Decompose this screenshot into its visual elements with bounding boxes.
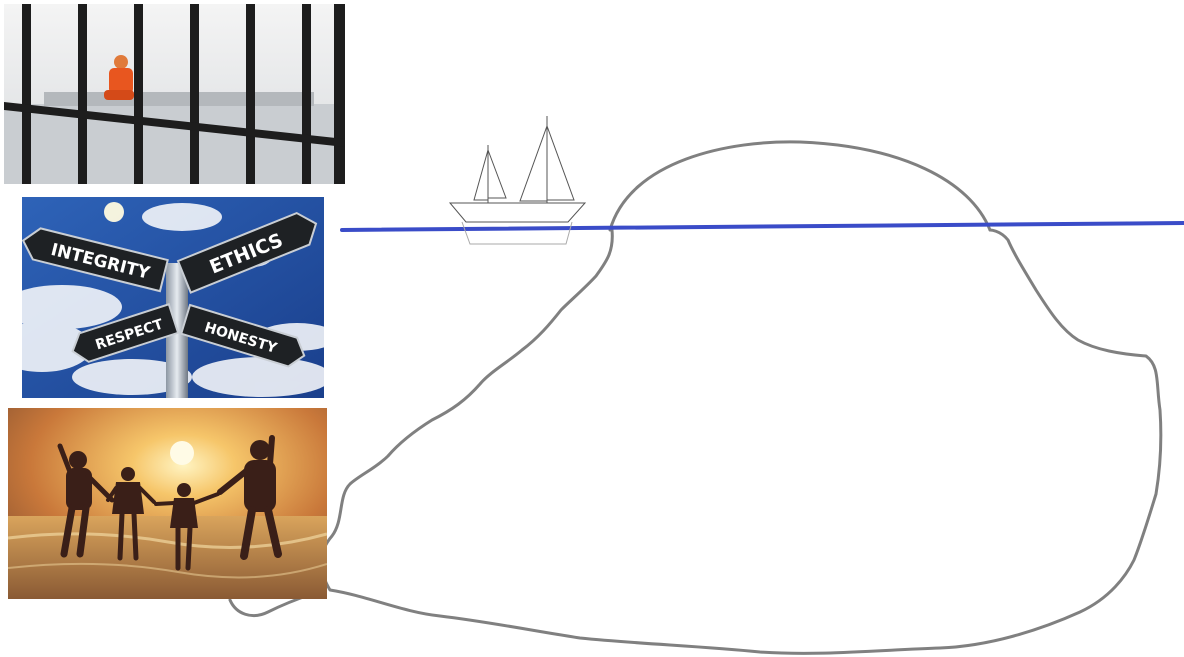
sun-icon [170, 441, 194, 465]
iceberg-tip-outline [610, 142, 990, 230]
signpost-photo: INTEGRITY ETHICS RESPECT HONESTY [22, 197, 324, 398]
sailboat-icon [450, 116, 585, 244]
waterline [342, 223, 1184, 230]
sun-icon [104, 202, 124, 222]
family-beach-photo [8, 408, 327, 599]
jail-photo [4, 4, 345, 184]
iceberg-underwater-outline [321, 230, 1161, 653]
